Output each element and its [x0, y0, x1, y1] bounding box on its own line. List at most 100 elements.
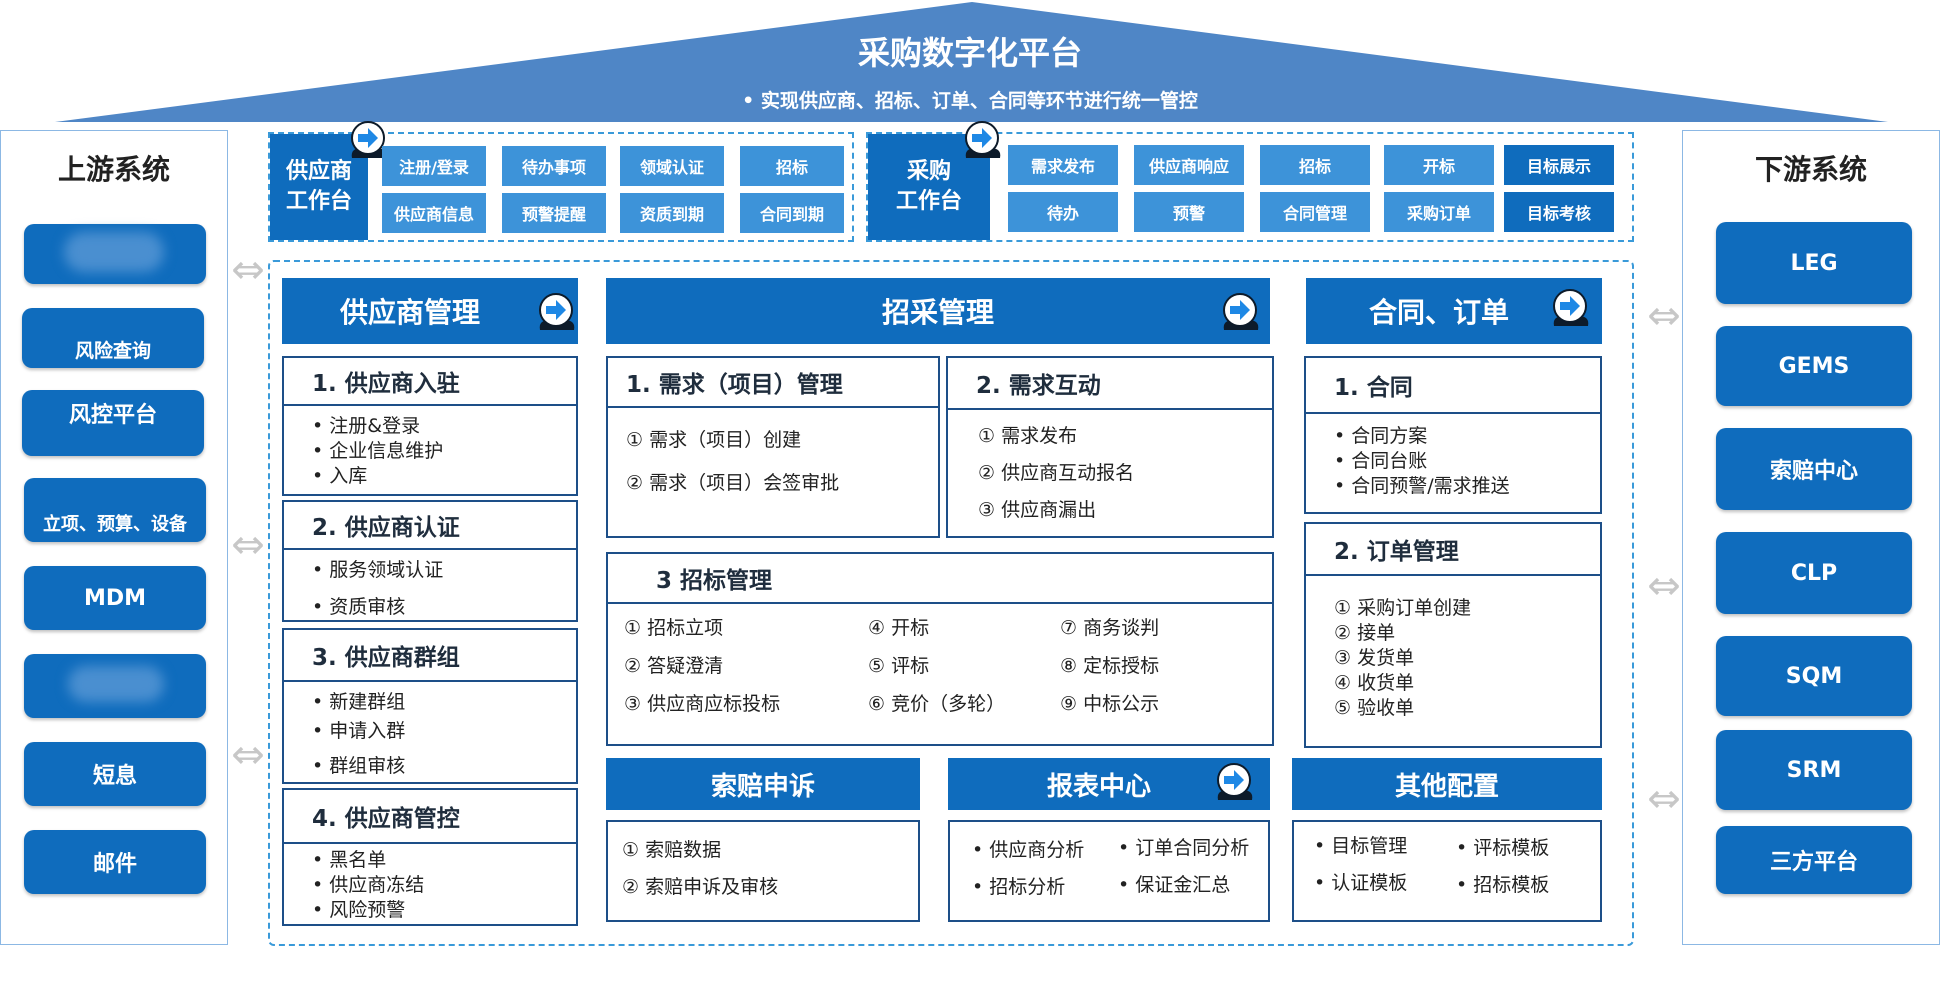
chip-supplier-info[interactable]: 供应商信息 [382, 193, 486, 233]
platform-subtitle: • 实现供应商、招标、订单、合同等环节进行统一管控 [742, 89, 1198, 112]
reports-header[interactable]: 报表中心 [948, 758, 1270, 810]
list-item: • 群组审核 [312, 755, 406, 777]
upstream-system-mdm[interactable]: MDM [24, 566, 206, 630]
list-item: • 供应商分析 [972, 839, 1085, 861]
list-item: • 合同预警/需求推送 [1334, 475, 1510, 497]
upstream-label: 短息 [92, 764, 137, 789]
blurred-label [68, 666, 164, 702]
list-item: • 合同方案 [1334, 425, 1428, 447]
upstream-system-sms[interactable]: 短息 [24, 742, 206, 806]
list-item: ④ 开标 [868, 617, 930, 639]
chip-target-assessment[interactable]: 目标考核 [1504, 192, 1614, 232]
downstream-label: SQM [1785, 663, 1843, 689]
upstream-label: 邮件 [92, 852, 137, 877]
chip-bidding[interactable]: 招标 [740, 146, 844, 186]
list-item: • 注册&登录 [312, 415, 421, 437]
module-header-label: 报表中心 [1046, 771, 1151, 802]
chip-qualification-expiry[interactable]: 资质到期 [620, 193, 724, 233]
list-item: • 招标分析 [972, 876, 1066, 898]
upstream-system-risk-query[interactable]: 风险查询 [22, 308, 204, 368]
contract-order-header[interactable]: 合同、订单 [1306, 278, 1602, 344]
downstream-system-gems[interactable]: GEMS [1716, 326, 1912, 406]
chip-pending[interactable]: 待办 [1008, 192, 1118, 232]
list-item: • 企业信息维护 [312, 440, 444, 462]
list-item: ② 接单 [1334, 622, 1396, 644]
chip-supplier-response[interactable]: 供应商响应 [1134, 145, 1244, 185]
downstream-system-clp[interactable]: CLP [1716, 532, 1912, 614]
list-item: ③ 供应商漏出 [978, 499, 1097, 521]
list-item: • 订单合同分析 [1118, 837, 1250, 859]
upstream-system-6[interactable] [24, 654, 206, 718]
other-config-header[interactable]: 其他配置 [1292, 758, 1602, 810]
list-item: • 招标模板 [1456, 874, 1550, 896]
chip-todo[interactable]: 待办事项 [502, 146, 606, 186]
list-item: ⑤ 验收单 [1334, 697, 1415, 719]
module-header-label: 供应商管理 [339, 296, 480, 329]
chip-target-display[interactable]: 目标展示 [1504, 145, 1614, 185]
list-item: • 申请入群 [312, 720, 406, 742]
go-arrow-icon [539, 293, 575, 330]
list-item: • 资质审核 [312, 596, 406, 618]
demand-interaction-box: 2. 需求互动 ① 需求发布 ② 供应商互动报名 ③ 供应商漏出 [946, 356, 1274, 538]
platform-title: 采购数字化平台 [857, 34, 1082, 72]
supplier-workbench-label: 供应商 工作台 [270, 134, 368, 240]
section-title: 3 招标管理 [608, 554, 1272, 604]
demand-mgmt-box: 1. 需求（项目）管理 ① 需求（项目）创建 ② 需求（项目）会签审批 [606, 356, 940, 538]
list-item: • 新建群组 [312, 691, 406, 713]
upstream-label: MDM [83, 585, 147, 611]
downstream-system-leg[interactable]: LEG [1716, 222, 1912, 304]
chip-contract-management[interactable]: 合同管理 [1260, 192, 1370, 232]
downstream-system-claims-center[interactable]: 索赔中心 [1716, 428, 1912, 510]
downstream-system-sqm[interactable]: SQM [1716, 636, 1912, 716]
section-title: 2. 供应商认证 [284, 502, 576, 550]
chip-contract-expiry[interactable]: 合同到期 [740, 193, 844, 233]
claims-box: ① 索赔数据 ② 索赔申诉及审核 [606, 820, 920, 922]
downstream-system-srm[interactable]: SRM [1716, 730, 1912, 810]
list-item: ① 需求（项目）创建 [626, 429, 802, 451]
main-modules-frame [268, 260, 1634, 946]
chip-register-login[interactable]: 注册/登录 [382, 146, 486, 186]
tender-col-1: ① 招标立项 ② 答疑澄清 ③ 供应商应标投标 [624, 616, 780, 717]
chip-bidding[interactable]: 招标 [1260, 145, 1370, 185]
workbench-label-line: 工作台 [285, 189, 352, 214]
upstream-system-project-budget[interactable]: 立项、预算、设备 [24, 478, 206, 542]
list-item: ① 需求发布 [978, 425, 1078, 447]
list-item: • 供应商冻结 [312, 874, 425, 896]
go-arrow-icon [1553, 289, 1589, 326]
supplier-onboarding-box: 1. 供应商入驻 • 注册&登录 • 企业信息维护 • 入库 [282, 356, 578, 496]
chip-domain-cert[interactable]: 领域认证 [620, 146, 724, 186]
chip-bid-opening[interactable]: 开标 [1384, 145, 1494, 185]
go-arrow-icon [1217, 763, 1253, 800]
list-item: • 黑名单 [312, 849, 387, 871]
chip-warning[interactable]: 预警 [1134, 192, 1244, 232]
downstream-system-third-party[interactable]: 三方平台 [1716, 826, 1912, 894]
roof-shape [55, 2, 1888, 122]
left-right-arrow-icon: ⇔ [231, 522, 265, 568]
chip-demand-publish[interactable]: 需求发布 [1008, 145, 1118, 185]
chip-alert-reminder[interactable]: 预警提醒 [502, 193, 606, 233]
list-item: • 合同台账 [1334, 450, 1428, 472]
list-item: • 保证金汇总 [1118, 874, 1231, 896]
upstream-system-mail[interactable]: 邮件 [24, 830, 206, 894]
supplier-mgmt-header[interactable]: 供应商管理 [282, 278, 578, 344]
bidding-mgmt-header[interactable]: 招采管理 [606, 278, 1270, 344]
go-arrow-icon [965, 121, 1001, 158]
section-title: 3. 供应商群组 [284, 630, 576, 682]
left-right-arrow-icon: ⇔ [231, 732, 265, 778]
downstream-title: 下游系统 [1754, 153, 1867, 186]
reports-col-1: • 供应商分析 • 招标分析 [972, 838, 1084, 900]
list-item: • 风险预警 [312, 899, 406, 921]
upstream-system-1[interactable] [24, 224, 206, 284]
downstream-label: GEMS [1778, 353, 1850, 379]
list-item: ⑨ 中标公示 [1060, 693, 1160, 715]
list-item: ② 需求（项目）会签审批 [626, 472, 840, 494]
downstream-label: CLP [1790, 560, 1838, 586]
module-header-label: 合同、订单 [1368, 296, 1509, 329]
supplier-certification-box: 2. 供应商认证 • 服务领域认证 • 资质审核 [282, 500, 578, 622]
supplier-workbench-frame [268, 132, 854, 242]
chip-purchase-order[interactable]: 采购订单 [1384, 192, 1494, 232]
downstream-label: LEG [1790, 250, 1838, 276]
upstream-system-risk-control[interactable]: 风控平台 [22, 390, 204, 456]
left-right-arrow-icon: ⇔ [231, 247, 265, 293]
claims-header[interactable]: 索赔申诉 [606, 758, 920, 810]
